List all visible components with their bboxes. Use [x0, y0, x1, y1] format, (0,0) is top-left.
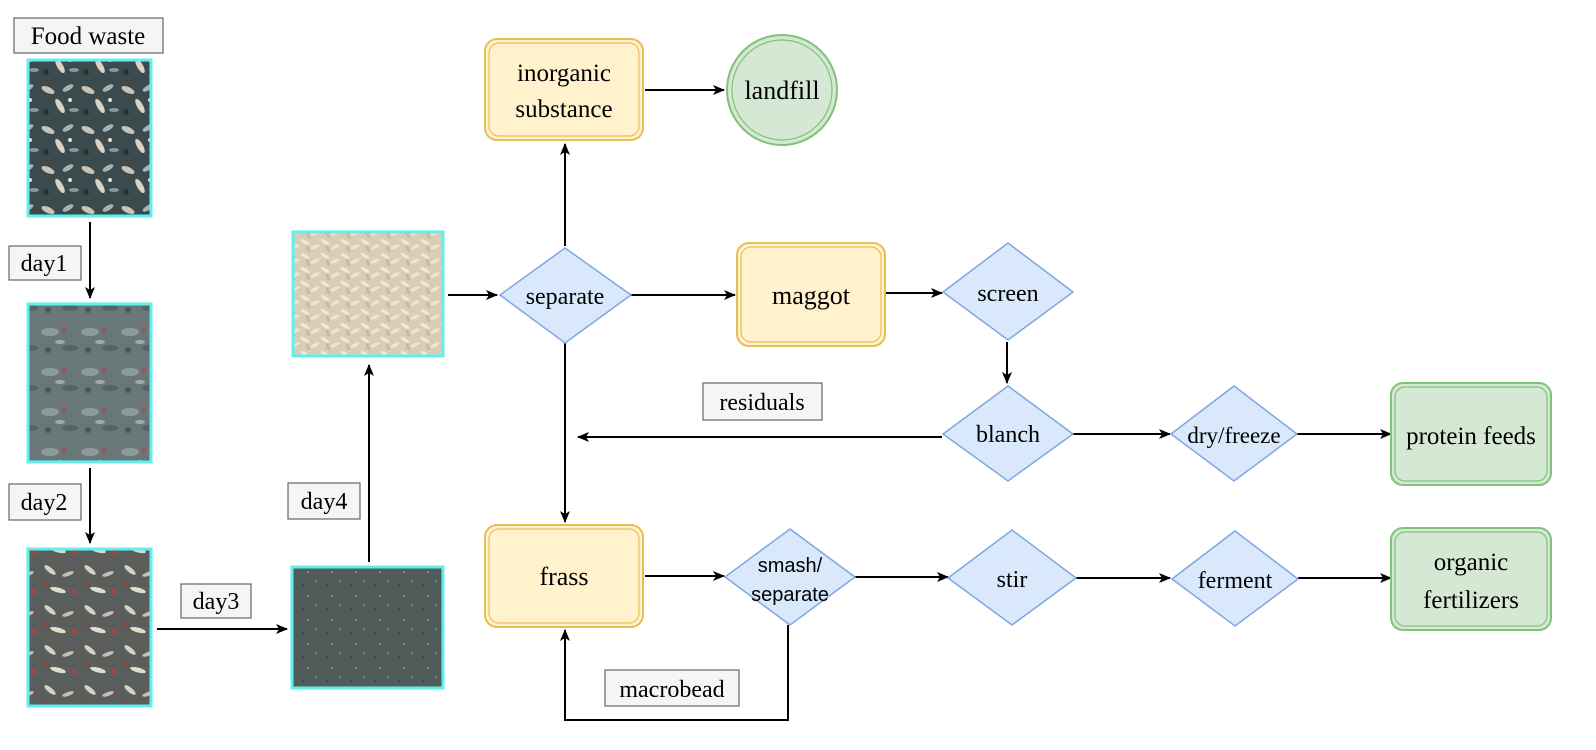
- node-inorganic-substance: inorganic substance: [484, 38, 644, 141]
- separate-text: separate: [526, 284, 605, 310]
- photo-food-waste: [26, 58, 153, 218]
- node-stir: stir: [946, 529, 1078, 626]
- inorganic-line1: inorganic: [517, 60, 611, 87]
- screen-text: screen: [977, 281, 1038, 307]
- landfill-text: landfill: [744, 76, 819, 105]
- label-day2-text: day2: [21, 490, 68, 516]
- photo-day1: [26, 302, 153, 464]
- organic-line1: organic: [1434, 549, 1509, 576]
- node-dry-freeze: dry/freeze: [1169, 385, 1299, 482]
- label-macrobead-text: macrobead: [619, 677, 724, 703]
- ferment-text: ferment: [1198, 568, 1273, 594]
- label-day4: day4: [287, 482, 361, 520]
- node-blanch: blanch: [941, 385, 1075, 482]
- maggot-text: maggot: [772, 281, 851, 310]
- node-screen: screen: [941, 242, 1075, 341]
- node-organic-fertilizers: organic fertilizers: [1390, 527, 1552, 631]
- protein-feeds-text: protein feeds: [1406, 423, 1536, 450]
- label-day3: day3: [180, 583, 252, 619]
- label-day2: day2: [8, 483, 82, 521]
- inorganic-line2: substance: [515, 96, 612, 123]
- node-protein-feeds: protein feeds: [1390, 382, 1552, 486]
- label-residuals: residuals: [702, 382, 823, 421]
- label-day3-text: day3: [193, 589, 240, 615]
- label-day1-text: day1: [21, 251, 68, 277]
- photo-day4-larvae: [291, 230, 445, 358]
- frass-text: frass: [539, 562, 588, 591]
- smash-line2: separate: [751, 584, 829, 606]
- label-macrobead: macrobead: [604, 669, 740, 707]
- stir-text: stir: [997, 567, 1028, 593]
- arrow-macrobead-return: [560, 625, 789, 721]
- label-food-waste-text: Food waste: [31, 23, 146, 50]
- blanch-text: blanch: [976, 422, 1040, 448]
- organic-line2: fertilizers: [1423, 587, 1519, 614]
- node-ferment: ferment: [1170, 530, 1300, 627]
- smash-line1: smash/: [758, 555, 823, 577]
- node-smash-separate: smash/ separate: [723, 528, 857, 626]
- label-day4-text: day4: [301, 489, 348, 515]
- label-day1: day1: [8, 245, 82, 281]
- node-landfill: landfill: [726, 34, 838, 146]
- node-maggot: maggot: [736, 242, 886, 347]
- photo-day2: [26, 547, 153, 708]
- label-residuals-text: residuals: [719, 390, 804, 416]
- node-frass: frass: [484, 524, 644, 628]
- dry-freeze-text: dry/freeze: [1187, 423, 1280, 448]
- photo-day3: [290, 565, 445, 690]
- node-separate: separate: [498, 247, 633, 344]
- label-food-waste: Food waste: [13, 17, 164, 54]
